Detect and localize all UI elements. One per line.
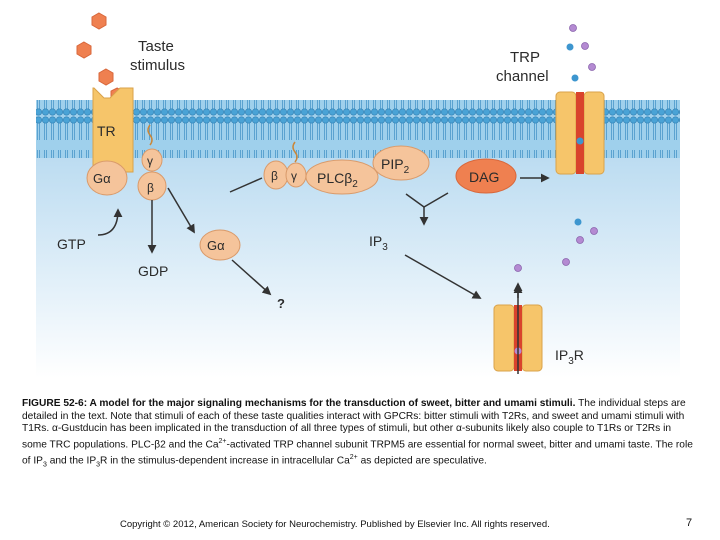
ip3-label: IP3: [369, 233, 388, 253]
gamma-free-label: γ: [291, 169, 297, 183]
caption-body-3: and the IP: [46, 455, 97, 467]
caption-body-5: as depicted are speculative.: [357, 455, 487, 467]
copyright-footer: Copyright © 2012, American Society for N…: [120, 519, 550, 530]
gdp-label: GDP: [138, 263, 168, 279]
gamma-label: γ: [147, 154, 153, 168]
gtp-label: GTP: [57, 236, 86, 252]
ions: [514, 24, 598, 272]
arrows: [97, 173, 550, 374]
tr-label: TR: [97, 123, 116, 139]
pip2: [372, 145, 430, 181]
g-alpha-free-label: Gα: [207, 238, 225, 253]
question-mark: ?: [277, 296, 285, 311]
dag: [455, 158, 517, 194]
caption-sup-2: 2+: [349, 453, 358, 461]
page-number: 7: [686, 517, 693, 529]
figure-caption: FIGURE 52-6: A model for the major signa…: [22, 398, 698, 472]
plc-beta2: [305, 159, 379, 195]
taste-receptor: [92, 87, 134, 173]
taste-stimulus-label-2: stimulus: [130, 57, 185, 74]
plc-label: PLCβ2: [317, 170, 358, 190]
caption-body-4: R in the stimulus-dependent increase in …: [100, 455, 350, 467]
caption-heading: FIGURE 52-6: A model for the major signa…: [22, 398, 576, 409]
trp-label-1: TRP: [510, 49, 540, 66]
trp-label-2: channel: [496, 68, 549, 85]
ip3r-label: IP3R: [555, 347, 584, 367]
pip2-label: PIP2: [381, 156, 410, 176]
caption-sup-1: 2+: [218, 437, 227, 445]
caption-sub-2: 3: [96, 461, 101, 469]
dag-label: DAG: [469, 169, 499, 185]
g-alpha-label: Gα: [93, 171, 111, 186]
beta-free-label: β: [271, 169, 278, 183]
beta-label: β: [147, 181, 154, 195]
g-protein-trimer: [86, 124, 167, 201]
caption-body-1: The individual steps are detailed in the…: [22, 398, 686, 451]
signaling-diagram: Taste stimulus TR Gα γ β β γ PLCβ2 PIP2 …: [36, 12, 680, 378]
caption-sub-1: 3: [42, 461, 47, 469]
taste-stimulus-label-1: Taste: [138, 38, 174, 55]
g-alpha-free: [199, 229, 241, 261]
trp-channel: [555, 91, 605, 175]
caption-body-2: -activated TRP channel subunit TRPM5 are…: [22, 439, 693, 467]
taste-stimulus-molecules: [76, 12, 124, 102]
